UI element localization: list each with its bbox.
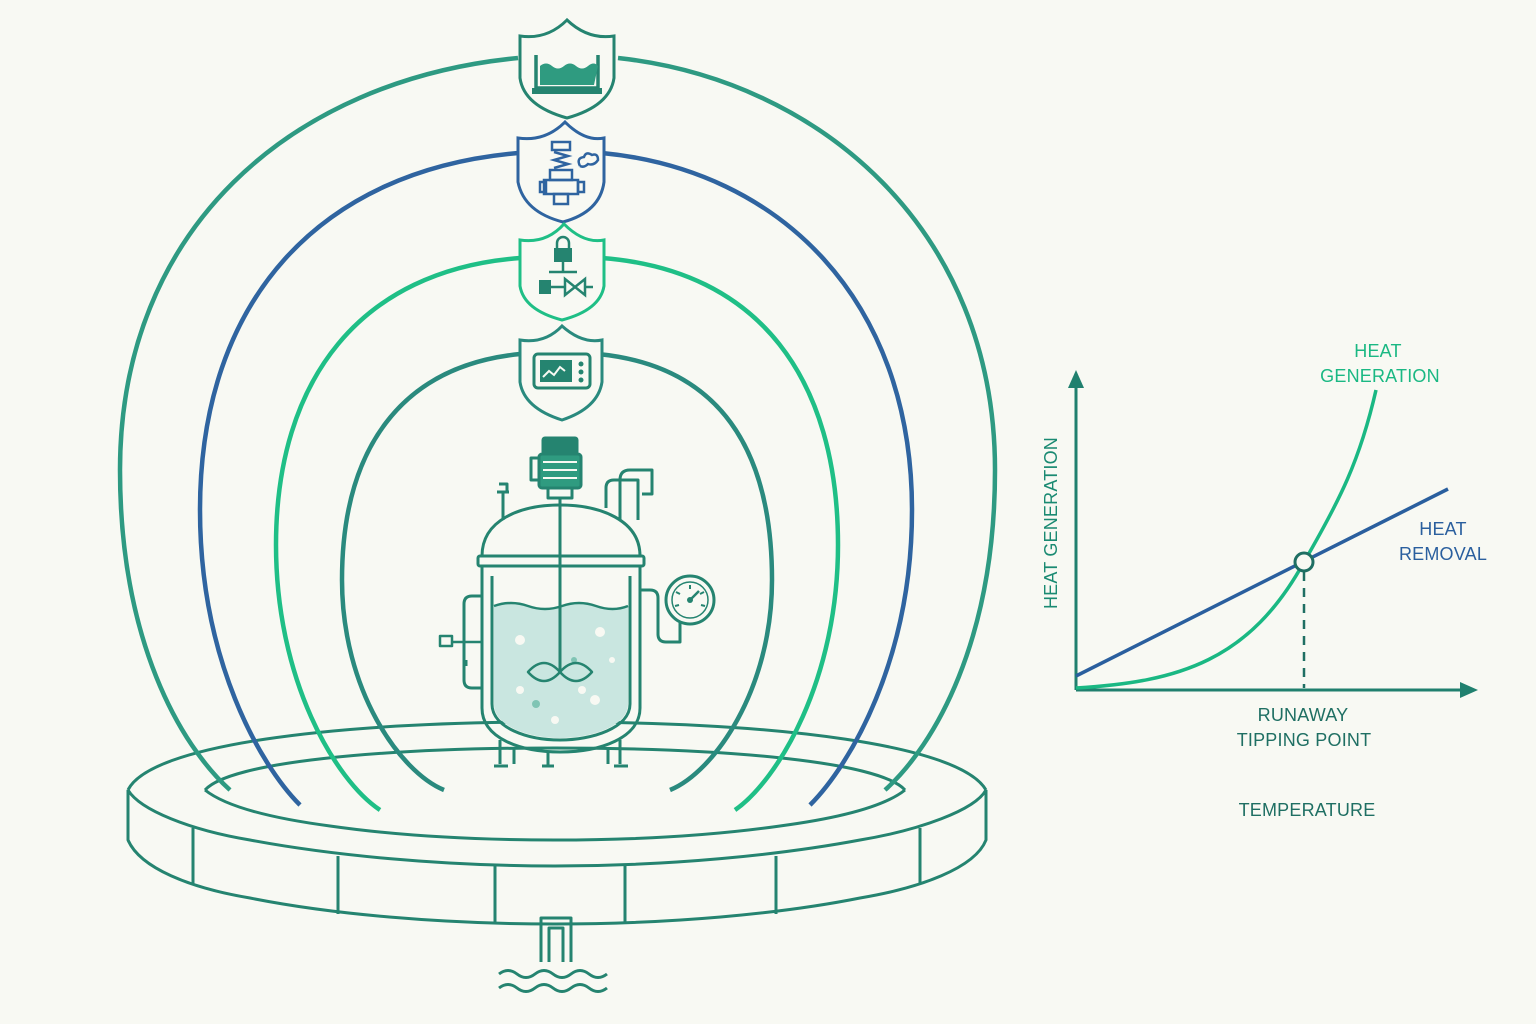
heat-removal-curve [1075, 487, 1449, 678]
ring-control-layer [339, 351, 775, 793]
tipping-point-marker [1293, 551, 1315, 573]
tipping-point-label-line1: RUNAWAY [1258, 705, 1349, 725]
reactor-vessel [438, 436, 682, 768]
shield-interlock [518, 221, 606, 322]
pressure-gauge-icon [664, 574, 716, 626]
heat-generation-label-line1: HEAT [1354, 341, 1401, 361]
tipping-point-label-line2: TIPPING POINT [1237, 730, 1372, 750]
agitator-motor-icon [529, 436, 583, 500]
interlock-lock-valve-icon [539, 235, 593, 298]
drain-outlet-icon [498, 916, 608, 993]
pressure-relief-valve-icon [538, 140, 600, 206]
ring-containment-layer [117, 55, 998, 792]
x-axis-label: TEMPERATURE [1239, 800, 1376, 820]
heat-removal-label-line1: HEAT [1419, 519, 1466, 539]
heat-generation-label-line2: GENERATION [1320, 366, 1440, 386]
y-axis-label: HEAT GENERATION [1041, 437, 1061, 609]
heat-balance-graph: HEAT GENERATION TEMPERATURE HEAT GENERAT… [1041, 341, 1487, 820]
shield-control [518, 323, 604, 422]
heat-removal-label-line2: REMOVAL [1399, 544, 1487, 564]
shield-relief [516, 119, 606, 224]
heat-generation-curve [1075, 389, 1378, 690]
ring-relief-layer [197, 150, 915, 807]
graph-axes [1068, 370, 1478, 698]
monitor-trend-icon [532, 352, 592, 390]
bund-basin-icon [532, 55, 602, 94]
shield-containment [518, 17, 616, 120]
ring-interlock-layer [273, 255, 841, 812]
